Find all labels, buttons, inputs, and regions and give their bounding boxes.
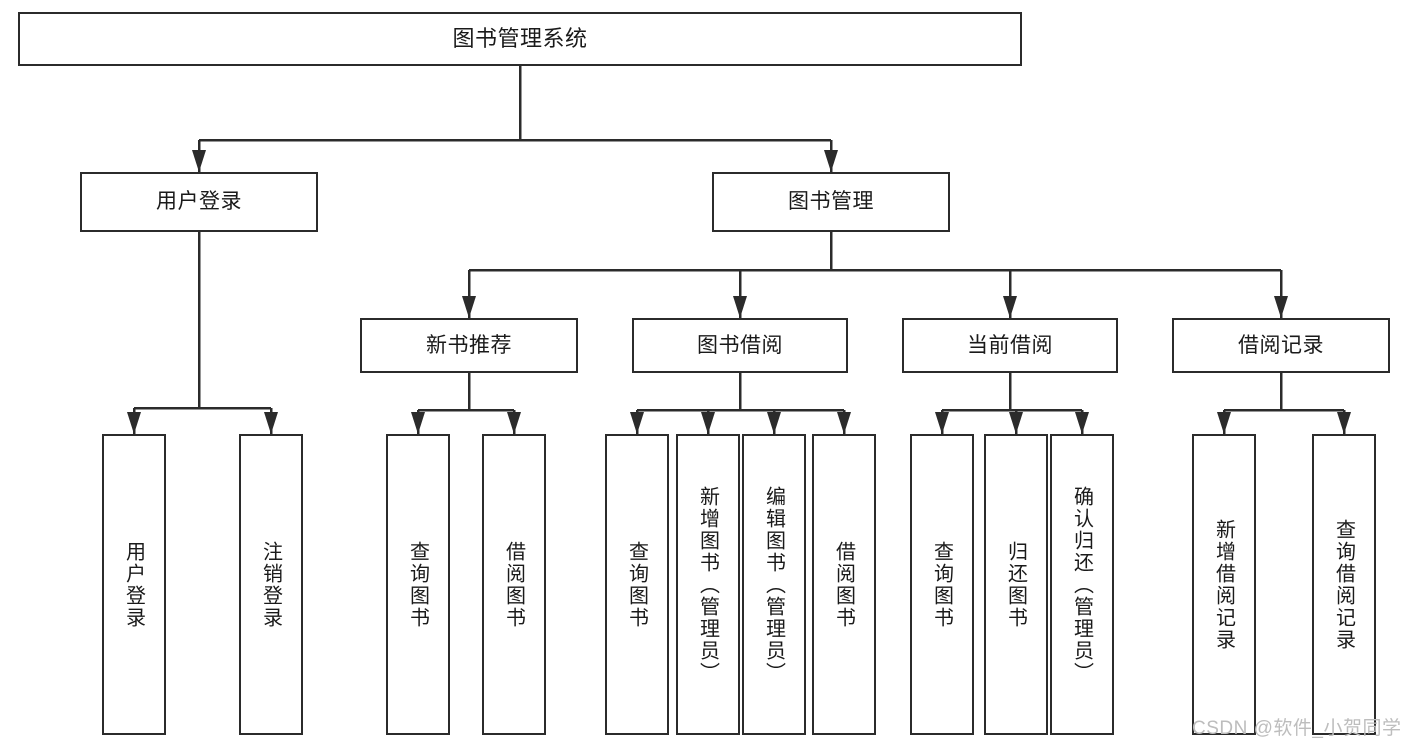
node-label: 用户登录 (156, 190, 242, 214)
node-label: 新书推荐 (426, 333, 512, 357)
node-borrow-record[interactable]: 借阅记录 (1172, 318, 1390, 373)
node-label: 借阅图书 (832, 540, 855, 629)
node-label: 图书管理 (788, 190, 874, 214)
leaf-edit-book-admin[interactable]: 编辑图书（管理员） (742, 434, 806, 735)
node-label: 查询图书 (625, 540, 648, 629)
node-current-borrow[interactable]: 当前借阅 (902, 318, 1118, 373)
node-label: 注销登录 (259, 540, 282, 629)
node-label: 借阅记录 (1238, 333, 1324, 357)
leaf-borrow-book[interactable]: 借阅图书 (812, 434, 876, 735)
node-book-management[interactable]: 图书管理 (712, 172, 950, 232)
node-label: 借阅图书 (502, 540, 525, 629)
node-label: 用户登录 (122, 540, 145, 629)
node-label: 新增借阅记录 (1212, 518, 1235, 651)
node-label: 查询图书 (406, 540, 429, 629)
leaf-confirm-return-admin[interactable]: 确认归还（管理员） (1050, 434, 1114, 735)
node-label: 编辑图书（管理员） (762, 485, 785, 684)
node-label: 新增图书（管理员） (696, 485, 719, 684)
leaf-add-borrow-record[interactable]: 新增借阅记录 (1192, 434, 1256, 735)
leaf-return-book[interactable]: 归还图书 (984, 434, 1048, 735)
leaf-logout[interactable]: 注销登录 (239, 434, 303, 735)
leaf-query-book-current[interactable]: 查询图书 (910, 434, 974, 735)
node-label: 当前借阅 (967, 333, 1053, 357)
node-book-borrow[interactable]: 图书借阅 (632, 318, 848, 373)
node-root[interactable]: 图书管理系统 (18, 12, 1022, 66)
leaf-user-login[interactable]: 用户登录 (102, 434, 166, 735)
leaf-query-book-borrow[interactable]: 查询图书 (605, 434, 669, 735)
leaf-query-borrow-record[interactable]: 查询借阅记录 (1312, 434, 1376, 735)
node-user-login[interactable]: 用户登录 (80, 172, 318, 232)
leaf-add-book-admin[interactable]: 新增图书（管理员） (676, 434, 740, 735)
leaf-borrow-book-recommend[interactable]: 借阅图书 (482, 434, 546, 735)
leaf-query-book-recommend[interactable]: 查询图书 (386, 434, 450, 735)
node-label: 查询借阅记录 (1332, 518, 1355, 651)
node-new-book-recommend[interactable]: 新书推荐 (360, 318, 578, 373)
node-label: 图书借阅 (697, 333, 783, 357)
node-label: 归还图书 (1004, 540, 1027, 629)
node-label: 查询图书 (930, 540, 953, 629)
node-label: 图书管理系统 (452, 25, 588, 51)
node-label: 确认归还（管理员） (1070, 485, 1093, 684)
